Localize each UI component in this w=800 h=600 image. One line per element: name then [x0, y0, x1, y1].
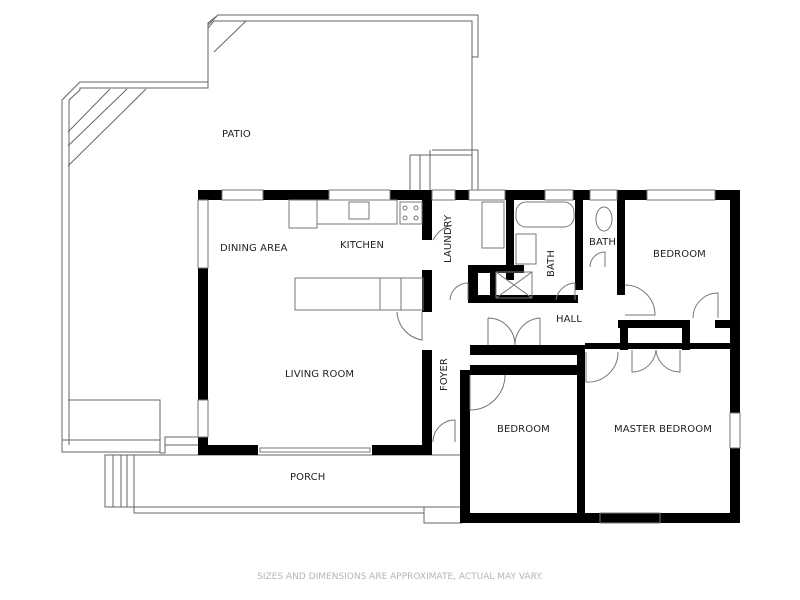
walls	[198, 190, 740, 523]
room-label-bedroom-1: BEDROOM	[653, 249, 706, 260]
room-label-laundry: LAUNDRY	[443, 214, 454, 263]
room-label-kitchen: KITCHEN	[340, 240, 385, 251]
room-label-master-bedroom: MASTER BEDROOM	[614, 424, 712, 435]
room-label-dining-area: DINING AREA	[220, 243, 288, 254]
disclaimer-text: SIZES AND DIMENSIONS ARE APPROXIMATE, AC…	[257, 572, 543, 582]
room-label-porch: PORCH	[290, 472, 326, 483]
room-label-hall: HALL	[556, 314, 582, 325]
room-label-living-room: LIVING ROOM	[285, 369, 355, 380]
porch-outline	[104, 454, 463, 524]
room-label-bath-2: BATH	[589, 237, 616, 248]
patio-outline	[61, 14, 479, 454]
room-label-bedroom-2: BEDROOM	[497, 424, 550, 435]
windows-fixtures	[197, 189, 741, 524]
room-label-foyer: FOYER	[439, 358, 450, 391]
room-label-patio: PATIO	[222, 129, 251, 140]
room-label-bath-1: BATH	[546, 250, 557, 277]
